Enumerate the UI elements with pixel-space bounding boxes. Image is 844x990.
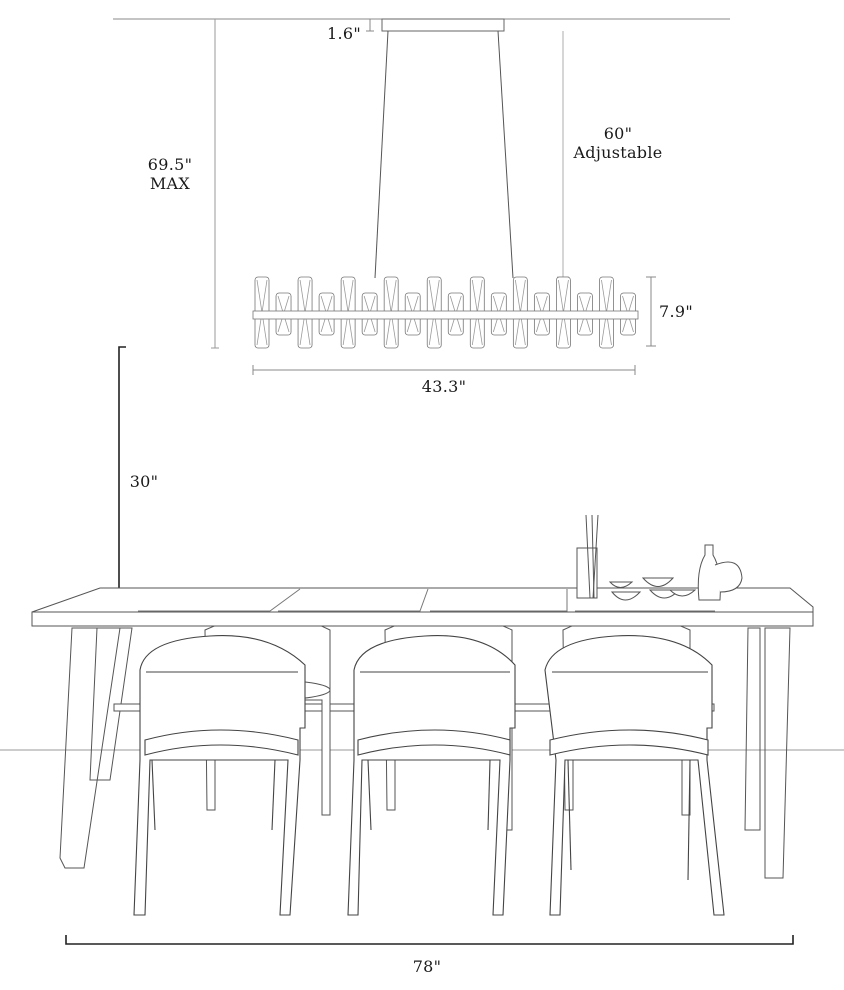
table-height-label: 30" xyxy=(129,472,159,491)
fixture-height-label: 7.9" xyxy=(658,302,693,321)
front-chairs xyxy=(133,635,725,916)
table-legs xyxy=(59,627,791,879)
total-height-value: 69.5" xyxy=(147,155,193,174)
suspension-cable-right xyxy=(497,30,514,279)
canopy-height-label: 1.6" xyxy=(326,24,361,43)
total-height-label: 69.5" MAX xyxy=(140,155,200,193)
cord-length-note: Adjustable xyxy=(573,143,663,162)
suspension-cable-left xyxy=(374,30,389,279)
tableware xyxy=(576,514,743,601)
total-height-note: MAX xyxy=(149,174,191,193)
table-top xyxy=(31,587,814,627)
table-length-label: 78" xyxy=(412,957,442,976)
fixture-width-label: 43.3" xyxy=(421,377,467,396)
front-chair-2 xyxy=(347,635,516,916)
table-length-bracket xyxy=(65,935,794,945)
cord-length-label: 60" Adjustable xyxy=(566,124,670,162)
chandelier xyxy=(252,276,639,349)
front-chair-3 xyxy=(544,635,725,916)
placemats xyxy=(138,588,715,612)
cord-length-value: 60" xyxy=(603,124,633,143)
canopy xyxy=(381,18,505,32)
front-chair-1 xyxy=(133,635,306,916)
